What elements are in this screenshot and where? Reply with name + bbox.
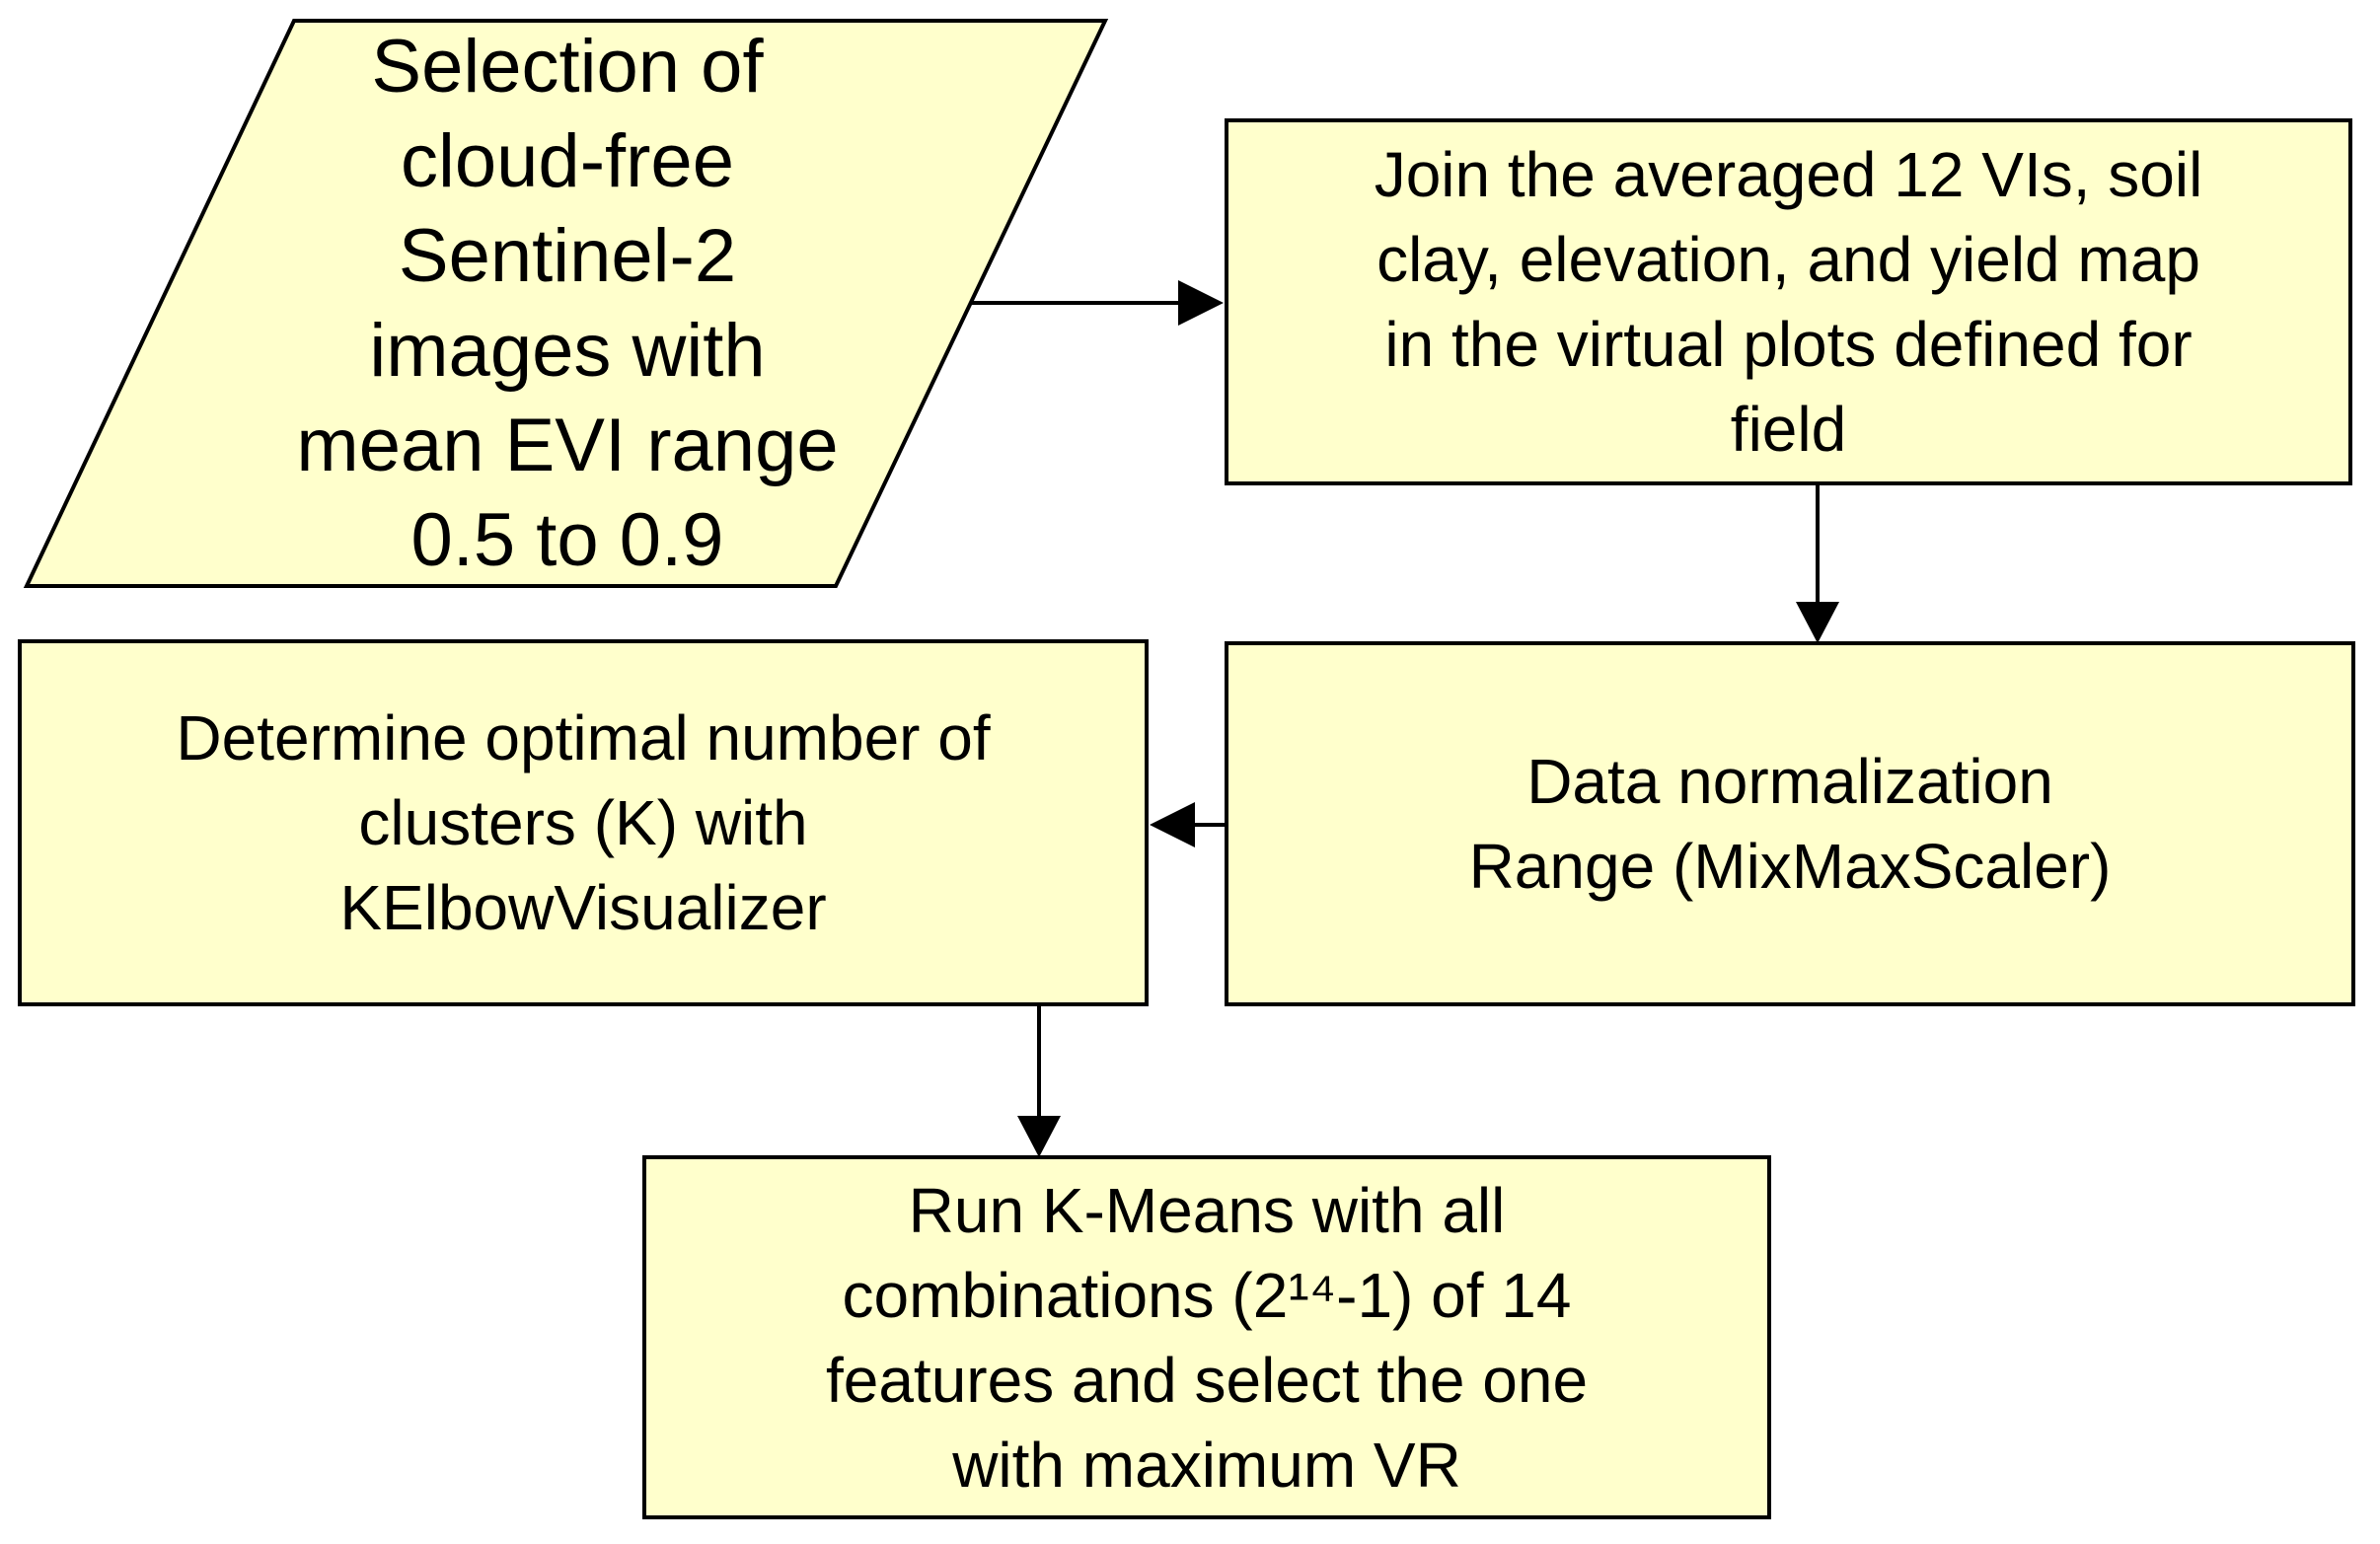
- node-join-features-rect: [1225, 118, 2352, 485]
- edge-join-to-normalize-arrowhead-icon: [1796, 602, 1839, 643]
- node-input-images-parallelogram: [23, 19, 1109, 588]
- node-data-normalization-rect: [1225, 641, 2355, 1006]
- edge-normalize-to-elbow-arrowhead-icon: [1150, 802, 1195, 847]
- edge-images-to-join-arrowhead-icon: [1178, 280, 1224, 326]
- node-optimal-clusters-rect: [18, 639, 1149, 1006]
- node-run-kmeans-rect: [642, 1155, 1771, 1519]
- edge-elbow-to-kmeans-arrowhead-icon: [1017, 1116, 1061, 1157]
